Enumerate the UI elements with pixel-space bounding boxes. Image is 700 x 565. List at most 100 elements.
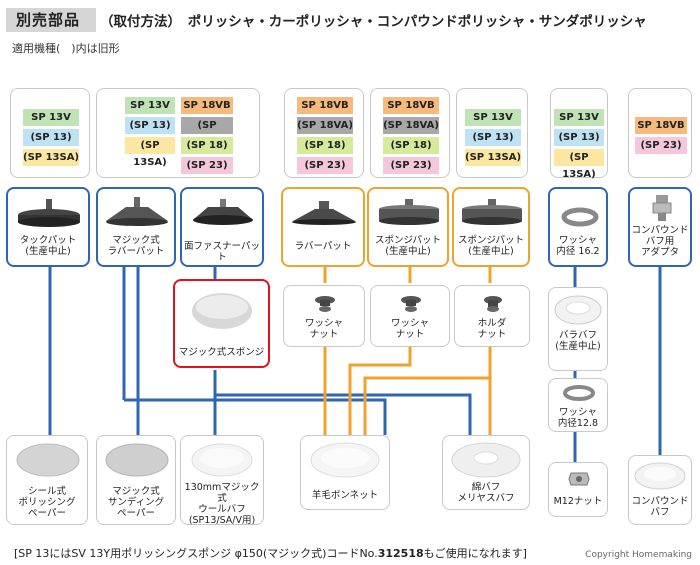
model-tag: (SP 18)	[297, 137, 353, 154]
part-label: ワッシャ ナット	[304, 318, 343, 340]
footer-note: [SP 13にはSV 13Y用ポリッシングスポンジ φ150(マジック式)コード…	[14, 545, 527, 561]
model-tag: (SP 13SA)	[125, 137, 175, 168]
part-label: ワッシャ 内径 16.2	[556, 235, 600, 257]
part-label: 130mmマジック式 ウールバフ (SP13/SA/V用)	[184, 482, 260, 526]
washer-16-card: ワッシャ 内径 16.2	[548, 187, 608, 267]
magic-sponge-card: マジック式スポンジ	[173, 279, 270, 368]
footer-code: 312518	[377, 547, 424, 560]
part-label: ラバーパット	[294, 241, 352, 252]
part-label: ワッシャ ナット	[390, 318, 429, 340]
seal-paper-card: シール式 ポリッシング ペーパー	[6, 435, 88, 525]
page-title: （取付方法） ポリッシャ・カーポリッシャ・コンパウンドポリッシャ・サンダポリッシ…	[100, 14, 647, 30]
rubber-pad-icon	[292, 201, 356, 225]
washer-nut-2-card: ワッシャ ナット	[370, 285, 450, 347]
model-box-3: SP 18VB (SP 18VA) (SP 18) (SP 23)	[284, 88, 364, 178]
model-tag: (SP 23)	[383, 157, 439, 174]
model-box-6: SP 13V (SP 13) (SP 13SA)	[550, 88, 608, 180]
model-tag: (SP 13)	[554, 129, 604, 146]
wool-bonnet-card: 羊毛ボンネット	[300, 435, 390, 510]
magic-rubber-pad-card: マジック式 ラバーパット	[96, 187, 176, 267]
washer-nut-icon	[401, 296, 421, 312]
subtitle: 適用機種( )内は旧形	[12, 42, 120, 55]
model-tag: (SP 18)	[181, 137, 233, 154]
copyright: Copyright Homemaking	[585, 550, 692, 560]
compound-adapter-card: コンパウンド バフ用 アダプタ	[628, 187, 692, 267]
model-tag: SP 13V	[23, 109, 79, 126]
magic-sanding-card: マジック式 サンディング ペーパー	[96, 435, 176, 525]
wool-buff-icon	[191, 443, 253, 477]
washer-nut-icon	[315, 296, 335, 312]
compound-buff-icon	[634, 462, 686, 490]
model-tag: (SP 13)	[125, 117, 175, 134]
tack-pad-card: タックパット (生産中止)	[6, 187, 90, 267]
sponge-pad-icon	[462, 199, 522, 225]
model-tag: (SP 18VA)	[181, 117, 233, 148]
footer-text: [SP 13にはSV 13Y用ポリッシングスポンジ φ150(マジック式)コード…	[14, 547, 378, 560]
model-tag: SP 13V	[554, 109, 604, 126]
model-tag: (SP 13)	[23, 129, 79, 146]
bonnet-icon	[310, 442, 380, 478]
bara-buff-card: バラバフ (生産中止)	[548, 287, 608, 371]
model-tag: (SP 18)	[383, 137, 439, 154]
washer-12-card: ワッシャ 内径12.8	[548, 378, 608, 432]
header: 別売部品 （取付方法） ポリッシャ・カーポリッシャ・コンパウンドポリッシャ・サン…	[0, 0, 700, 36]
part-label: マジック式スポンジ	[178, 347, 265, 358]
model-tag: (SP 23)	[635, 137, 687, 154]
model-box-4: SP 18VB (SP 18VA) (SP 18) (SP 23)	[370, 88, 450, 178]
footer-suffix: もご使用になれます]	[423, 547, 527, 560]
fastener-pad-card: 面ファスナーパット	[180, 187, 264, 267]
model-tag: SP 18VB	[383, 97, 439, 114]
part-label: 面ファスナーパット	[184, 241, 260, 263]
sponge-pad-2-card: スポンジパット (生産中止)	[452, 187, 530, 267]
sponge-pad-icon	[379, 199, 439, 225]
model-box-2: SP 13V (SP 13) (SP 13SA) SP 18VB (SP 18V…	[96, 88, 260, 178]
model-tag: SP 18VB	[297, 97, 353, 114]
model-tag: (SP 13SA)	[465, 149, 521, 166]
part-label: 綿バフ メリヤスバフ	[457, 482, 515, 504]
part-label: マジック式 サンディング ペーパー	[107, 486, 165, 519]
buff-icon	[554, 295, 602, 325]
cotton-buff-card: 綿バフ メリヤスバフ	[442, 435, 530, 510]
part-label: ワッシャ 内径12.8	[557, 407, 599, 429]
sponge-icon	[192, 293, 252, 329]
model-tag: (SP 23)	[297, 157, 353, 174]
part-label: コンパウンド バフ用 アダプタ	[631, 225, 689, 258]
holder-nut-icon	[484, 296, 502, 312]
part-label: M12ナット	[553, 496, 603, 507]
washer-icon	[561, 207, 599, 227]
model-tag: SP 13V	[125, 97, 175, 114]
nut-icon	[568, 472, 590, 486]
cotton-buff-icon	[451, 442, 521, 478]
part-label: マジック式 ラバーパット	[107, 235, 165, 257]
holder-nut-card: ホルダ ナット	[454, 285, 530, 347]
part-label: タックパット (生産中止)	[19, 235, 77, 257]
model-tag: (SP 18VA)	[383, 117, 439, 134]
m12-nut-card: M12ナット	[548, 462, 608, 517]
model-box-5: SP 13V (SP 13) (SP 13SA)	[456, 88, 528, 178]
model-tag: (SP 18VA)	[297, 117, 353, 134]
fastener-pad-icon	[193, 199, 253, 225]
model-tag: (SP 13SA)	[23, 149, 79, 166]
adapter-icon	[652, 195, 672, 221]
washer-icon	[563, 385, 595, 401]
part-label: シール式 ポリッシング ペーパー	[18, 486, 76, 519]
tack-pad-icon	[18, 199, 80, 227]
part-label: スポンジパット (生産中止)	[458, 235, 524, 257]
washer-nut-1-card: ワッシャ ナット	[283, 285, 365, 347]
model-tag: (SP 13)	[465, 129, 521, 146]
part-label: コンパウンド バフ	[631, 496, 689, 518]
paper-disc-icon	[105, 443, 169, 477]
model-box-1: SP 13V (SP 13) (SP 13SA)	[10, 88, 90, 178]
rubber-pad-icon	[106, 197, 168, 226]
section-tag: 別売部品	[6, 8, 96, 32]
model-box-7: SP 18VB (SP 23)	[628, 88, 692, 178]
rubber-pad-card: ラバーパット	[281, 187, 365, 267]
model-tag: SP 18VB	[635, 117, 687, 134]
model-tag: (SP 13SA)	[554, 149, 604, 180]
part-label: スポンジパット (生産中止)	[375, 235, 441, 257]
sponge-pad-1-card: スポンジパット (生産中止)	[367, 187, 449, 267]
model-tag: (SP 23)	[181, 157, 233, 174]
part-label: バラバフ (生産中止)	[555, 330, 601, 352]
compound-buff-card: コンパウンド バフ	[628, 455, 692, 525]
